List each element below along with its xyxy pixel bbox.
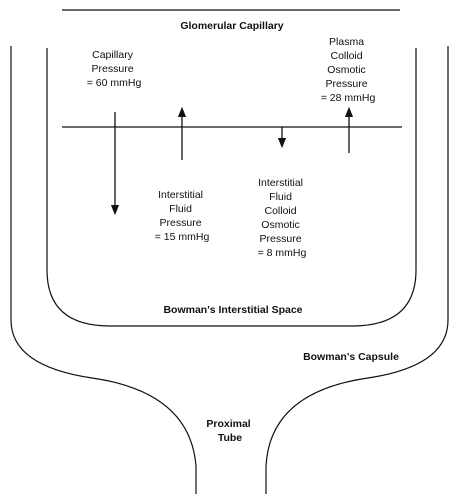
bowmans-capsule-left-wall	[10, 46, 197, 494]
interstitial-fluid-colloid-osmotic-pressure-label: Interstitial Fluid Colloid Osmotic Press…	[258, 177, 307, 259]
bowmans-capsule-label: Bowman's Capsule	[303, 351, 399, 363]
glomerular-capillary-label: Glomerular Capillary	[180, 20, 283, 32]
bowmans-interstitial-space-label: Bowman's Interstitial Space	[163, 304, 302, 316]
plasma-colloid-osmotic-pressure-label: Plasma Colloid Osmotic Pressure = 28 mmH…	[321, 36, 376, 104]
interstitial-fluid-pressure-label: Interstitial Fluid Pressure = 15 mmHg	[155, 189, 210, 243]
proximal-tube-label: Proximal Tube	[206, 418, 253, 444]
capillary-pressure-label: Capillary Pressure = 60 mmHg	[87, 49, 142, 89]
bowmans-space-inner-wall	[46, 48, 417, 327]
bowmans-capsule-right-wall	[265, 46, 449, 494]
